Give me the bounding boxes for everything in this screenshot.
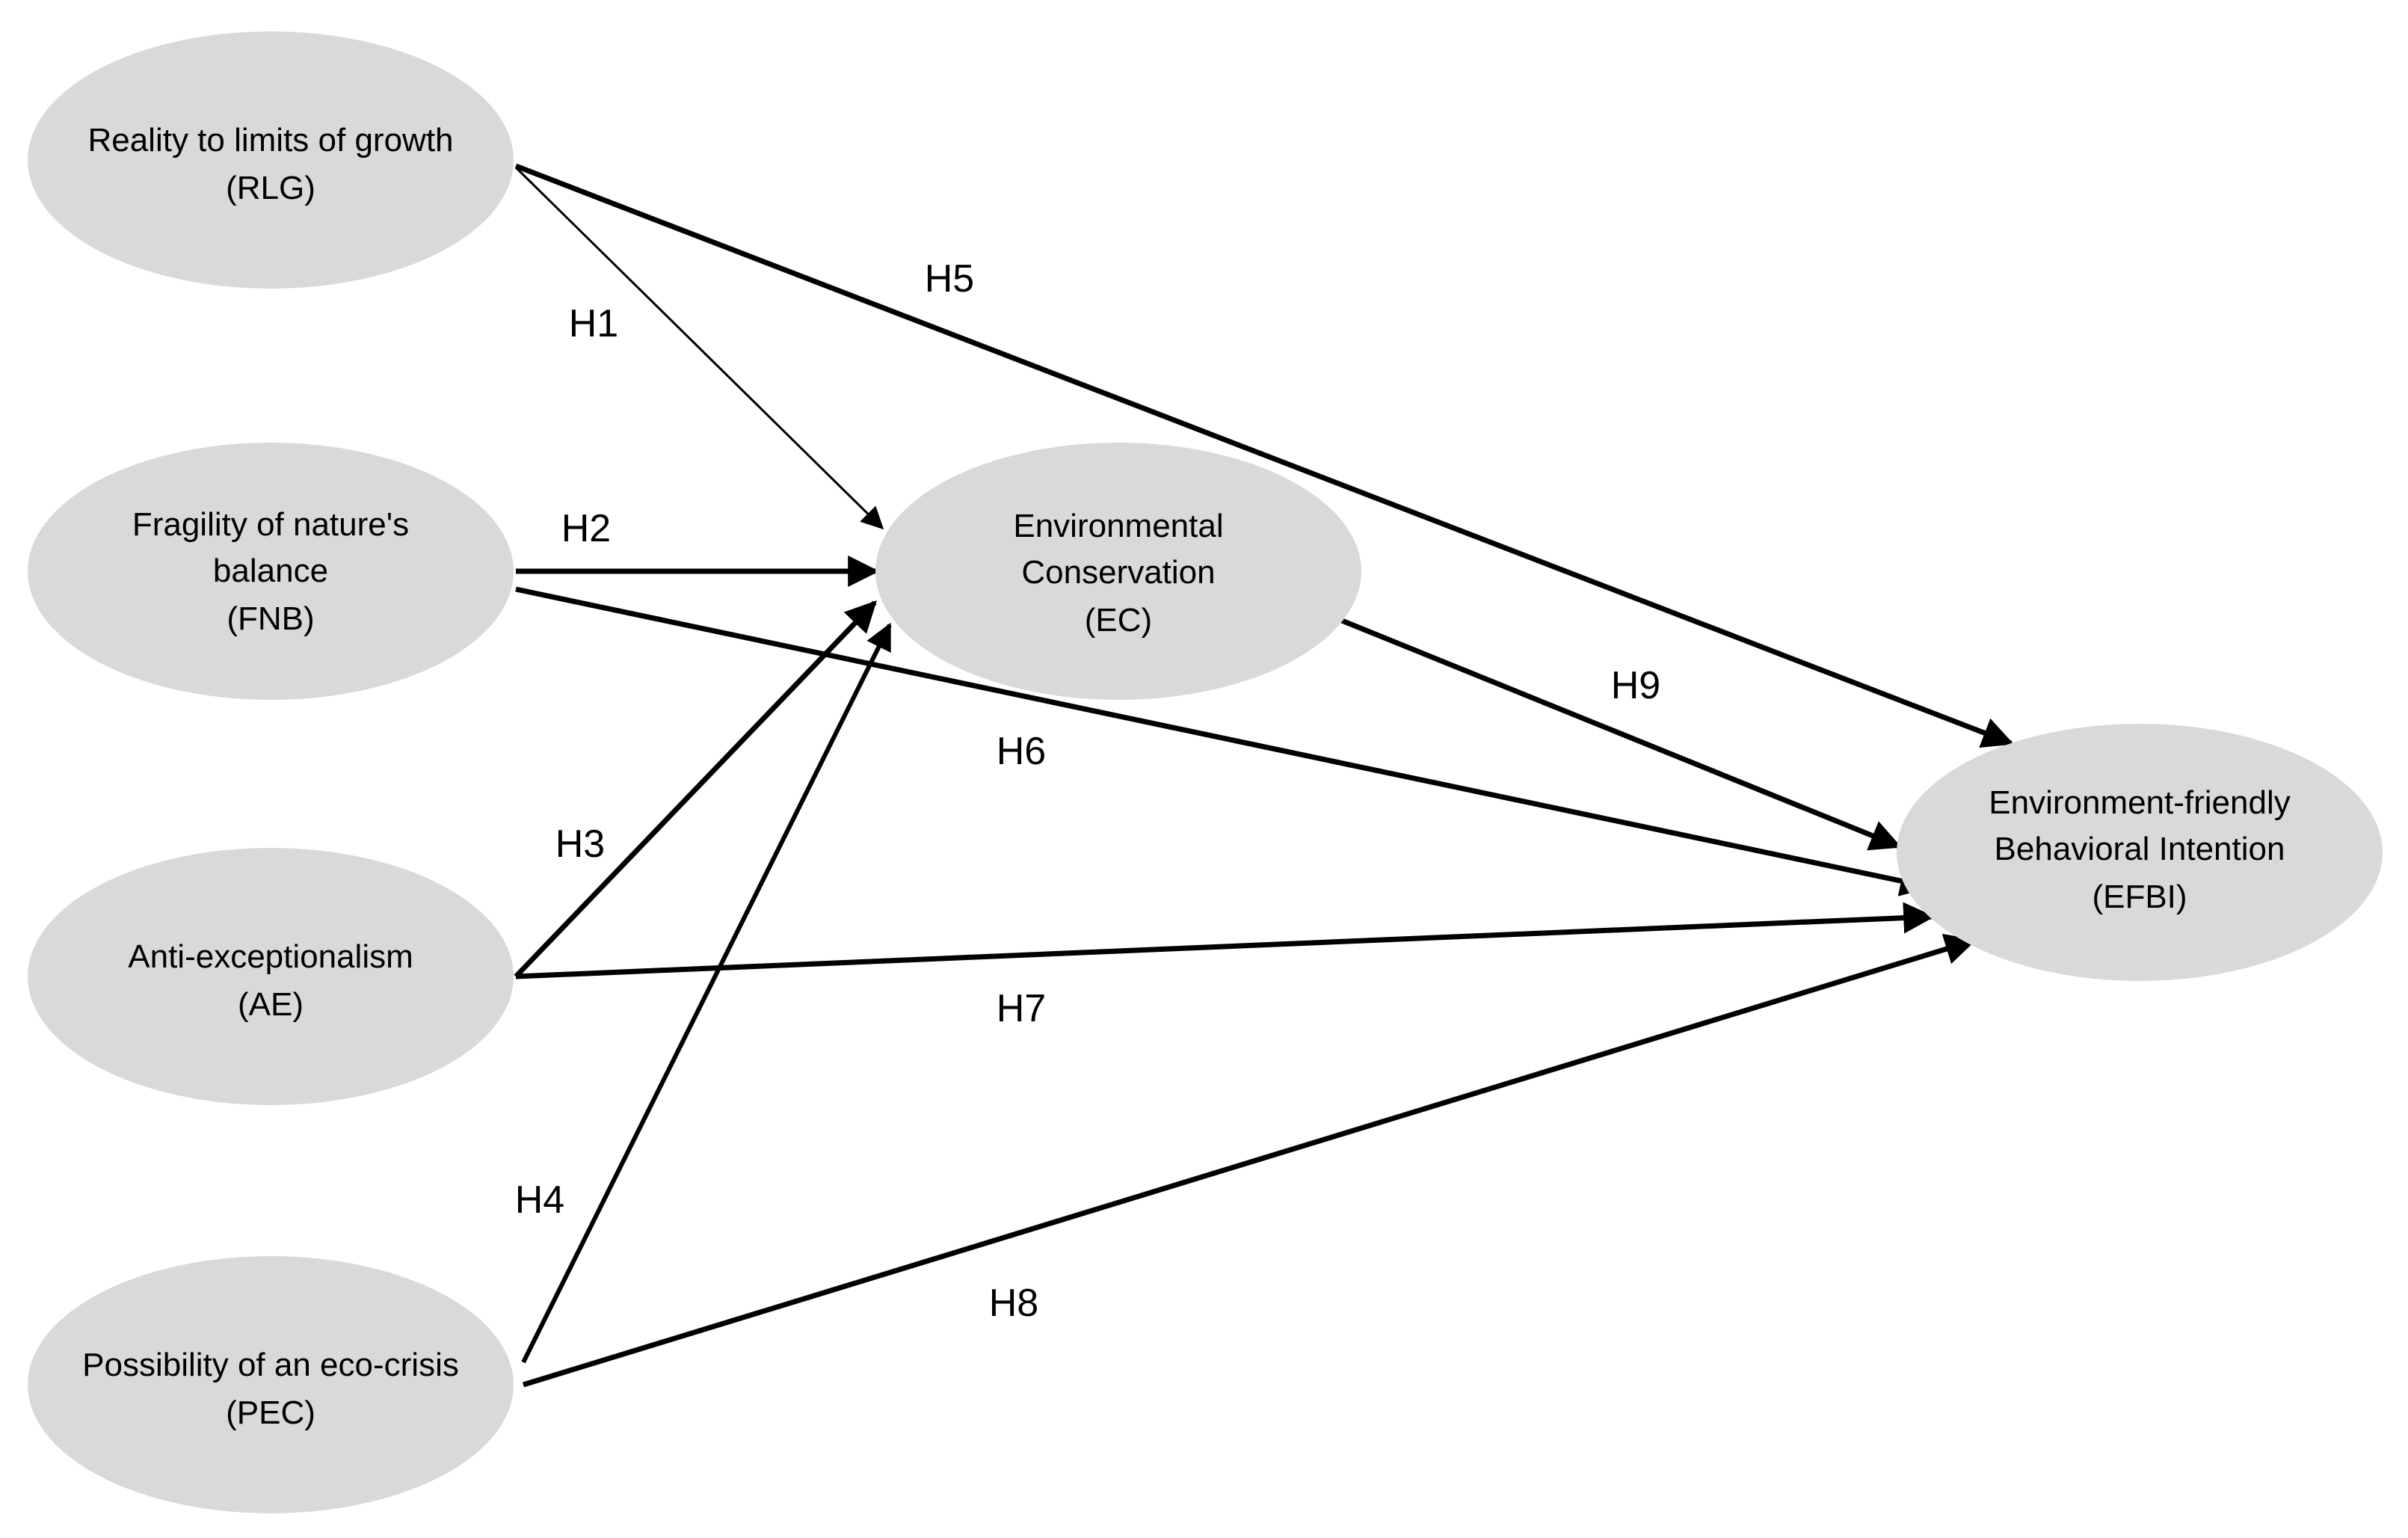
node-pec-line-2: (PEC) [226,1394,315,1431]
node-ec-ellipse [875,443,1361,700]
node-ec-line-2: Conservation [1021,554,1215,591]
node-efbi-line-3: (EFBI) [2092,879,2187,915]
node-ae: Anti-exceptionalism (AE) [28,848,514,1105]
edge-h3-arrow [514,600,877,979]
node-pec-ellipse [28,1256,514,1513]
edge-label-h1: H1 [569,302,618,345]
node-pec-line-1: Possibility of an eco-crisis [82,1347,459,1383]
node-efbi-line-2: Behavioral Intention [1995,831,2285,867]
node-rlg: Reality to limits of growth (RLG) [28,31,514,289]
node-ec-line-1: Environmental [1013,508,1223,544]
edge-labels: H1 H2 H3 H4 H5 H6 H7 H8 H9 [515,257,1660,1325]
node-ae-line-2: (AE) [238,986,304,1023]
node-rlg-line-2: (RLG) [226,170,315,206]
node-rlg-line-1: Reality to limits of growth [87,122,453,159]
edge-label-h4: H4 [515,1178,564,1222]
edge-h6-arrow [515,586,1933,896]
node-pec: Possibility of an eco-crisis (PEC) [28,1256,514,1513]
node-fnb-line-2: balance [213,553,328,589]
node-efbi-ellipse [1897,724,2383,981]
node-fnb-line-1: Fragility of nature's [132,506,409,543]
edge-h5-arrow [514,163,2014,748]
node-fnb: Fragility of nature's balance (FNB) [28,443,514,700]
node-fnb-ellipse [28,443,514,700]
node-ae-line-1: Anti-exceptionalism [128,938,413,975]
edge-label-h2: H2 [561,507,611,550]
edge-label-h8: H8 [989,1282,1038,1325]
edge-h7-arrow [515,902,1936,979]
edge-h9-arrow [1337,616,1902,851]
edges [514,163,2014,1388]
node-efbi: Environment-friendly Behavioral Intentio… [1897,724,2383,981]
edge-h8-arrow [522,933,1977,1388]
edge-label-h3: H3 [555,822,605,866]
edge-label-h6: H6 [997,730,1046,773]
edge-label-h7: H7 [997,987,1046,1030]
node-ae-ellipse [28,848,514,1105]
node-rlg-ellipse [28,31,514,289]
edge-h1-arrow [514,166,884,530]
edge-label-h9: H9 [1611,664,1660,707]
edge-label-h5: H5 [925,257,974,301]
edge-h4-arrow [521,622,892,1364]
node-ec-line-3: (EC) [1085,602,1152,639]
node-fnb-line-3: (FNB) [227,600,314,637]
node-efbi-line-1: Environment-friendly [1989,784,2291,821]
node-ec: Environmental Conservation (EC) [875,443,1361,700]
